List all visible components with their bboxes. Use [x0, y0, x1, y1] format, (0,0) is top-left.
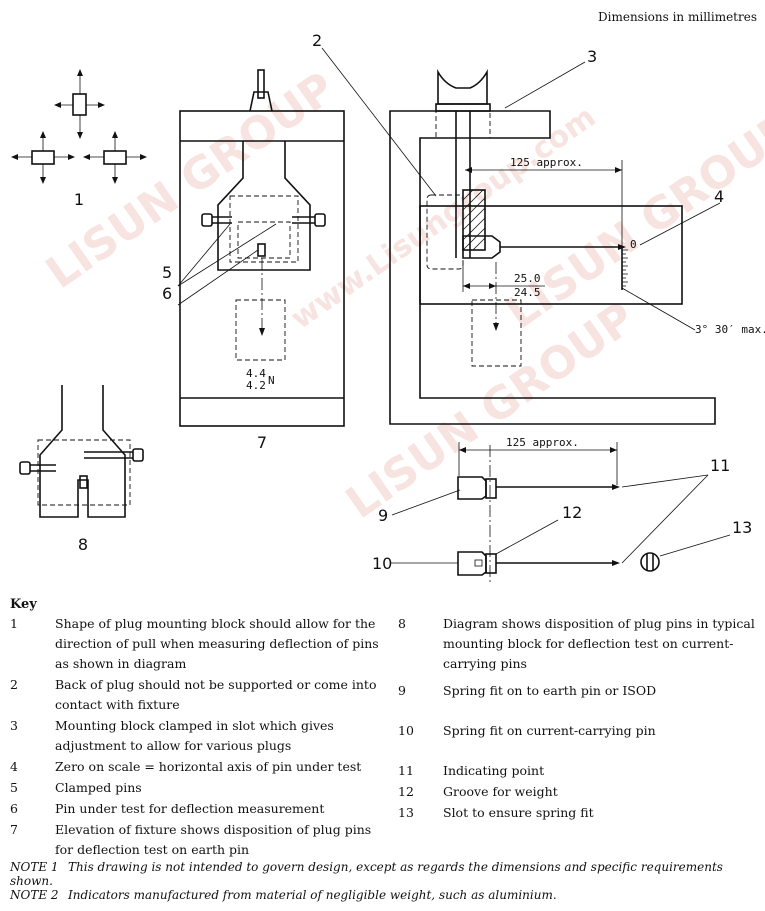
- key-text: Mounting block clamped in slot which giv…: [55, 718, 334, 753]
- key-list-right: 8 Diagram shows disposition of plug pins …: [398, 614, 758, 824]
- key-num: 4: [10, 759, 18, 774]
- callout-10: 10: [372, 554, 392, 573]
- watermark: LISUN GROUP www.Lisungroup.com LISUN GRO…: [37, 63, 765, 529]
- key-text: Diagram shows disposition of plug pins i…: [443, 616, 755, 671]
- key-item-10: 10 Spring fit on current-carrying pin: [398, 721, 758, 741]
- key-title: Key: [10, 597, 37, 612]
- key-list-left: 1 Shape of plug mounting block should all…: [10, 614, 390, 861]
- dim-125-upper: 125 approx.: [510, 156, 583, 169]
- angle-label: 3° 30′ max.: [695, 323, 765, 336]
- key-item-6: 6 Pin under test for deflection measureme…: [10, 799, 390, 819]
- key-num: 8: [398, 616, 406, 631]
- key-item-2: 2 Back of plug should not be supported or…: [10, 675, 390, 715]
- pull-direction-arrows: [11, 69, 147, 184]
- callout-13: 13: [732, 518, 752, 537]
- key-num: 7: [10, 822, 18, 837]
- scale-zero: 0: [630, 238, 637, 251]
- key-num: 1: [10, 616, 18, 631]
- key-num: 9: [398, 683, 406, 698]
- key-num: 13: [398, 805, 414, 820]
- key-text: Spring fit on to earth pin or ISOD: [443, 683, 657, 698]
- key-item-7: 7 Elevation of fixture shows disposition …: [10, 820, 390, 860]
- callout-6: 6: [162, 284, 172, 303]
- fixture-side-view: 0: [389, 69, 716, 425]
- note-2: NOTE 2 Indicators manufactured from mater…: [10, 888, 760, 902]
- callout-7: 7: [257, 433, 267, 452]
- key-text: Slot to ensure spring fit: [443, 805, 594, 820]
- note-2-text: Indicators manufactured from material of…: [68, 888, 557, 902]
- key-item-4: 4 Zero on scale = horizontal axis of pin …: [10, 757, 390, 777]
- dim-25-0: 25.0: [514, 272, 541, 285]
- key-text: Indicating point: [443, 763, 545, 778]
- key-num: 5: [10, 780, 18, 795]
- note-2-label: NOTE 2: [10, 888, 59, 902]
- key-item-8: 8 Diagram shows disposition of plug pins …: [398, 614, 758, 674]
- callout-4: 4: [714, 187, 724, 206]
- key-text: Pin under test for deflection measuremen…: [55, 801, 325, 816]
- watermark-text-2: LISUN GROUP: [337, 293, 644, 529]
- key-num: 3: [10, 718, 18, 733]
- key-item-12: 12 Groove for weight: [398, 782, 758, 802]
- key-text: Spring fit on current-carrying pin: [443, 723, 656, 738]
- callout-12: 12: [562, 503, 582, 522]
- callout-5: 5: [162, 263, 172, 282]
- units-note: Dimensions in millimetres: [598, 10, 757, 24]
- force-upper: 4.4: [246, 367, 266, 380]
- key-text: Back of plug should not be supported or …: [55, 677, 377, 712]
- callout-9: 9: [378, 506, 388, 525]
- force-lower: 4.2: [246, 379, 266, 392]
- watermark-text-1: LISUN GROUP: [37, 63, 344, 299]
- key-text: Shape of plug mounting block should allo…: [55, 616, 379, 671]
- key-item-5: 5 Clamped pins: [10, 778, 390, 798]
- key-text: Clamped pins: [55, 780, 142, 795]
- fixture-elevation: 4.4 4.2 N: [179, 69, 345, 427]
- key-num: 10: [398, 723, 414, 738]
- key-item-13: 13 Slot to ensure spring fit: [398, 803, 758, 823]
- force-unit: N: [268, 374, 275, 387]
- dim-125-lower: 125 approx.: [506, 436, 579, 449]
- note-1-label: NOTE 1: [10, 860, 59, 874]
- dim-24-5: 24.5: [514, 286, 541, 299]
- key-item-9: 9 Spring fit on to earth pin or ISOD: [398, 681, 758, 701]
- key-num: 12: [398, 784, 414, 799]
- callout-1: 1: [74, 190, 84, 209]
- key-text: Elevation of fixture shows disposition o…: [55, 822, 372, 857]
- indicators: [457, 442, 660, 585]
- callout-8: 8: [78, 535, 88, 554]
- key-item-3: 3 Mounting block clamped in slot which gi…: [10, 716, 390, 756]
- key-num: 2: [10, 677, 18, 692]
- note-1-text: This drawing is not intended to govern d…: [10, 860, 723, 888]
- key-text: Zero on scale = horizontal axis of pin u…: [55, 759, 362, 774]
- key-num: 6: [10, 801, 18, 816]
- key-item-1: 1 Shape of plug mounting block should all…: [10, 614, 390, 674]
- current-carrying-pin-block: [19, 385, 144, 518]
- key-num: 11: [398, 763, 414, 778]
- callout-3: 3: [587, 47, 597, 66]
- technical-drawing: LISUN GROUP www.Lisungroup.com LISUN GRO…: [11, 10, 765, 585]
- key-item-11: 11 Indicating point: [398, 761, 758, 781]
- key-text: Groove for weight: [443, 784, 558, 799]
- callout-11: 11: [710, 456, 730, 475]
- callout-2: 2: [312, 31, 322, 50]
